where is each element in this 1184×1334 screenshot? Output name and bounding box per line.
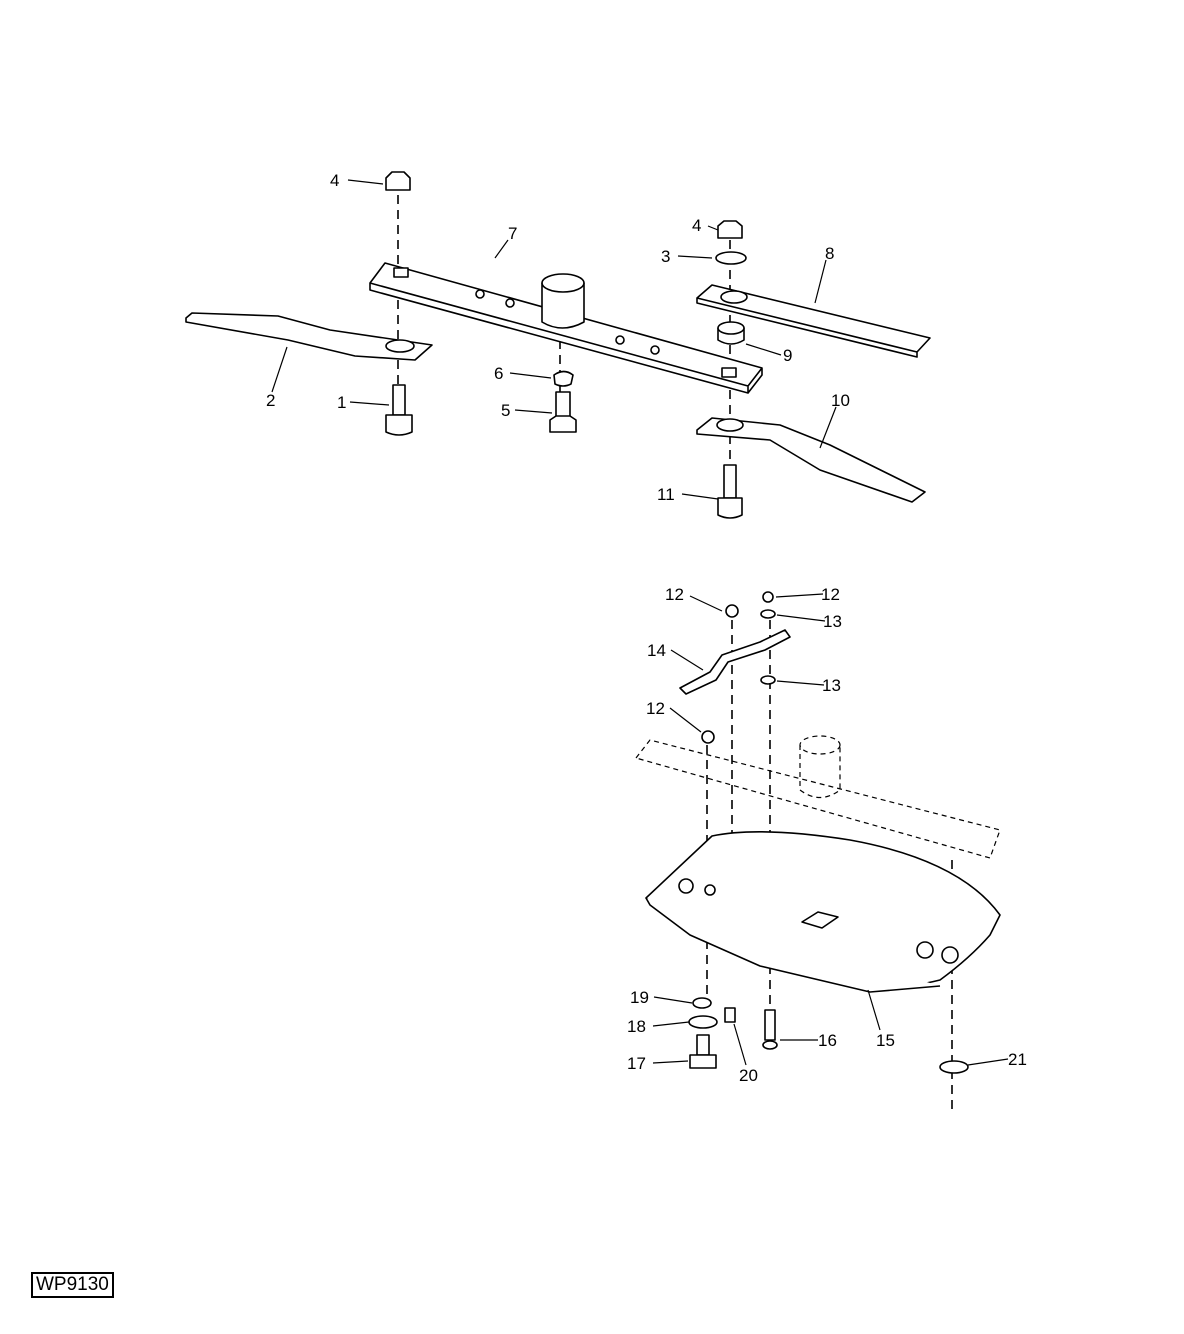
callout-7: 7 — [508, 224, 517, 243]
deck-plate-assembly — [634, 591, 1001, 1110]
callout-18: 18 — [627, 1017, 646, 1036]
callout-8: 8 — [825, 244, 834, 263]
callout-11: 11 — [657, 485, 675, 504]
callout-17: 17 — [627, 1054, 646, 1073]
callout-2: 2 — [266, 391, 275, 410]
callout-21: 21 — [1008, 1050, 1027, 1069]
blade-assembly — [185, 171, 931, 519]
blade-right-bottom — [696, 417, 926, 503]
callout-10: 10 — [831, 391, 850, 410]
leader-lines — [271, 179, 1009, 1066]
callout-9: 9 — [783, 346, 792, 365]
callout-16: 16 — [818, 1031, 837, 1050]
callout-19: 19 — [630, 988, 649, 1007]
callout-4: 4 — [692, 216, 701, 235]
callout-13: 13 — [822, 676, 841, 695]
callout-12: 12 — [646, 699, 665, 718]
spindle-bearing — [541, 282, 585, 329]
callout-15: 15 — [876, 1031, 895, 1050]
callout-13: 13 — [823, 612, 842, 631]
callout-20: 20 — [739, 1066, 758, 1085]
callout-labels: 4 7 4 3 8 2 1 6 5 9 10 11 12 12 13 14 13… — [266, 171, 1027, 1085]
blade-right-top — [696, 284, 931, 358]
callout-4: 4 — [330, 171, 339, 190]
callout-5: 5 — [501, 401, 510, 420]
nut — [385, 171, 411, 191]
callout-3: 3 — [661, 247, 670, 266]
bracket — [679, 629, 791, 695]
figure-id-label: WP9130 — [31, 1272, 114, 1298]
callout-12: 12 — [821, 585, 840, 604]
callout-14: 14 — [647, 641, 666, 660]
blade-left — [185, 312, 433, 361]
callout-6: 6 — [494, 364, 503, 383]
callout-1: 1 — [337, 393, 346, 412]
callout-12: 12 — [665, 585, 684, 604]
